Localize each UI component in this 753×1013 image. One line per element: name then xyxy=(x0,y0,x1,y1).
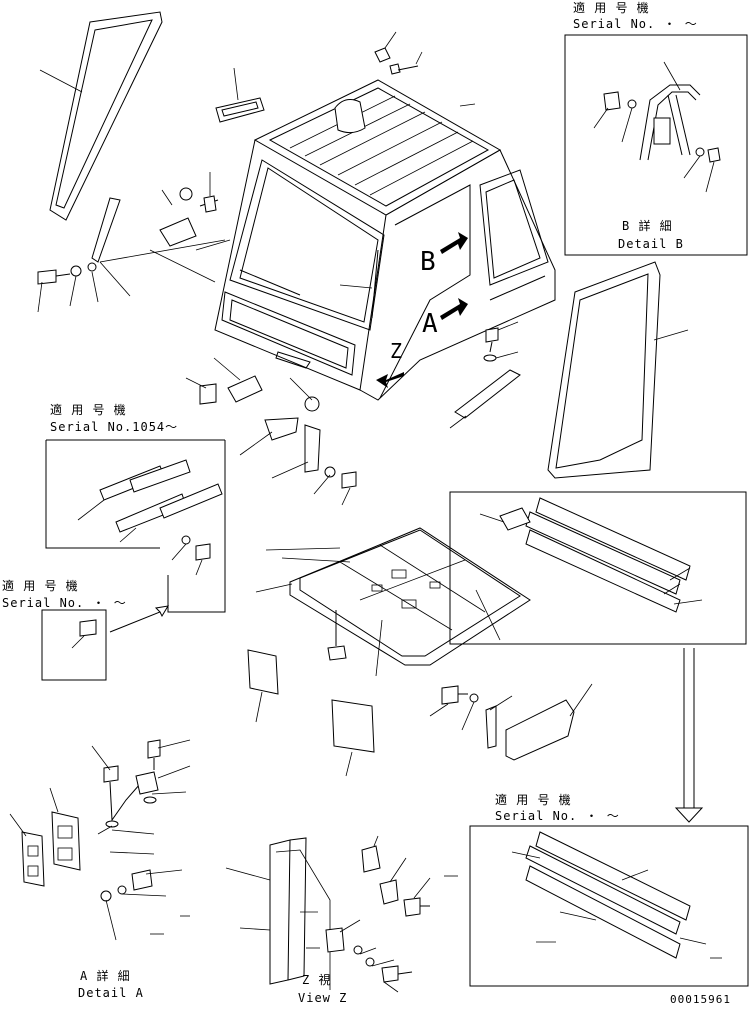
cab-body xyxy=(214,79,556,401)
serial-top-right-jp: 適 用 号 機 xyxy=(573,0,650,15)
marker-b: B xyxy=(420,247,437,277)
strip-box-upper xyxy=(449,491,747,645)
serial-left-mid-label: Serial No. ・ ～ xyxy=(2,596,127,610)
step-hardware xyxy=(429,683,593,761)
serial-left-mid-jp: 適 用 号 機 xyxy=(2,578,79,593)
detail-b-jp: B 詳 細 xyxy=(622,218,673,233)
drawing-number: 00015961 xyxy=(670,993,731,1006)
serial-bottom-right-jp: 適 用 号 機 xyxy=(495,792,572,807)
detail-a-jp: A 詳 細 xyxy=(80,968,131,983)
door-handle xyxy=(449,321,521,429)
serial-1054-label: Serial No.1054～ xyxy=(50,420,178,434)
view-arrows xyxy=(376,232,468,388)
detail-b-en: Detail B xyxy=(618,237,684,251)
down-arrow xyxy=(674,648,704,823)
serial-1054-box: 適 用 号 機 Serial No.1054～ xyxy=(45,402,226,613)
serial-bottom-right-box: 適 用 号 機 Serial No. ・ ～ xyxy=(469,792,749,987)
detail-a-en: Detail A xyxy=(78,986,144,1000)
marker-a: A xyxy=(422,309,439,339)
label-plate xyxy=(215,67,265,123)
serial-left-mid-box: 適 用 号 機 Serial No. ・ ～ xyxy=(2,578,169,681)
marker-z: Z xyxy=(390,339,403,363)
view-z-jp: Z 視 xyxy=(302,972,331,987)
door-glass xyxy=(547,261,689,479)
detail-a: A 詳 細 Detail A xyxy=(9,739,191,1000)
serial-top-right-label: Serial No. ・ ～ xyxy=(573,17,698,31)
front-window-glass xyxy=(39,11,163,221)
serial-bottom-right-label: Serial No. ・ ～ xyxy=(495,809,620,823)
mid-left-brackets xyxy=(185,351,357,506)
floor-pads xyxy=(247,649,375,777)
view-z: Z 視 View Z xyxy=(225,835,458,1005)
left-bracket-group xyxy=(37,172,231,313)
floor-plate xyxy=(255,527,531,677)
detail-b-box: 適 用 号 機 Serial No. ・ ～ B 詳 細 Detail B xyxy=(564,0,748,256)
top-bolts xyxy=(374,31,423,75)
view-z-en: View Z xyxy=(298,991,347,1005)
serial-1054-jp: 適 用 号 機 xyxy=(50,402,127,417)
